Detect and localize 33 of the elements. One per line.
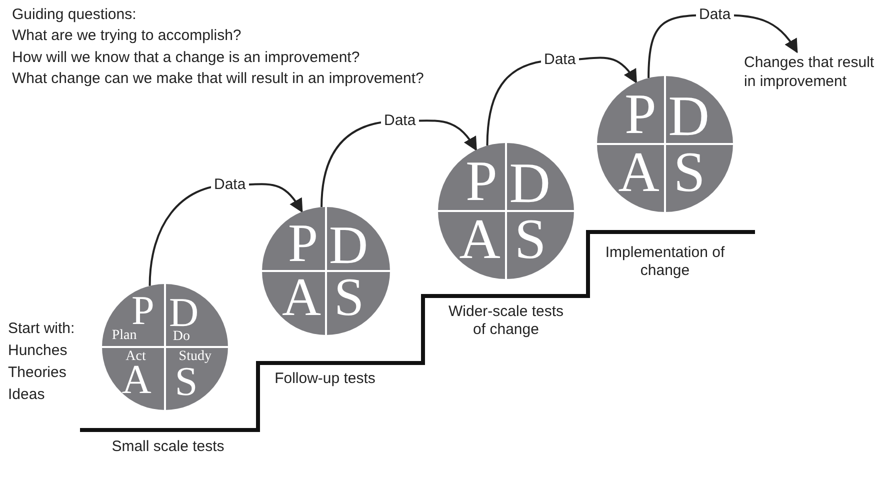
cycle-stage-label: Act [126, 348, 146, 364]
cycle-stage-label: Study [178, 348, 212, 364]
cycle-letter: A [459, 220, 500, 260]
cycle-letter: A [122, 364, 152, 394]
start-item: Ideas [8, 386, 45, 404]
cycle-letter: D [168, 298, 199, 326]
start-item: Hunches [8, 342, 68, 360]
cycle-letter: P [624, 95, 656, 136]
cycle-letter: P [466, 162, 498, 202]
cycle-letter: P [288, 225, 318, 263]
cycle-stage-label: Plan [112, 328, 137, 344]
cycle-letter: A [282, 279, 321, 317]
cycle-stage-label: Do [172, 329, 190, 345]
start-item: Theories [8, 364, 66, 382]
outcome-text: Changes that result in improvement [744, 54, 884, 92]
guiding-question: How will we know that a change is an improvement? [12, 49, 360, 67]
cycle-letter: P [132, 296, 154, 324]
guiding-question: What are we trying to accomplish? [12, 27, 242, 45]
cycle-letter: A [618, 152, 660, 192]
cycle-letter: S [674, 152, 706, 192]
cycle-letter: D [329, 227, 368, 265]
cycle-letter: D [509, 164, 550, 204]
cycle-letter: S [174, 366, 198, 396]
guiding-question: What change can we make that will result in an improvement? [12, 70, 424, 88]
step-label: Wider-scale tests of change [447, 303, 565, 339]
cycle-letter: D [668, 97, 710, 138]
step-label: Small scale tests [110, 438, 226, 456]
step-label: Implementation of change [604, 244, 726, 280]
cycle-letter: S [514, 220, 546, 260]
cycle-letter: S [334, 279, 364, 317]
start-with-heading: Start with: [8, 320, 75, 338]
step-label: Follow-up tests [274, 370, 376, 388]
guiding-question-heading: Guiding questions: [12, 6, 136, 24]
